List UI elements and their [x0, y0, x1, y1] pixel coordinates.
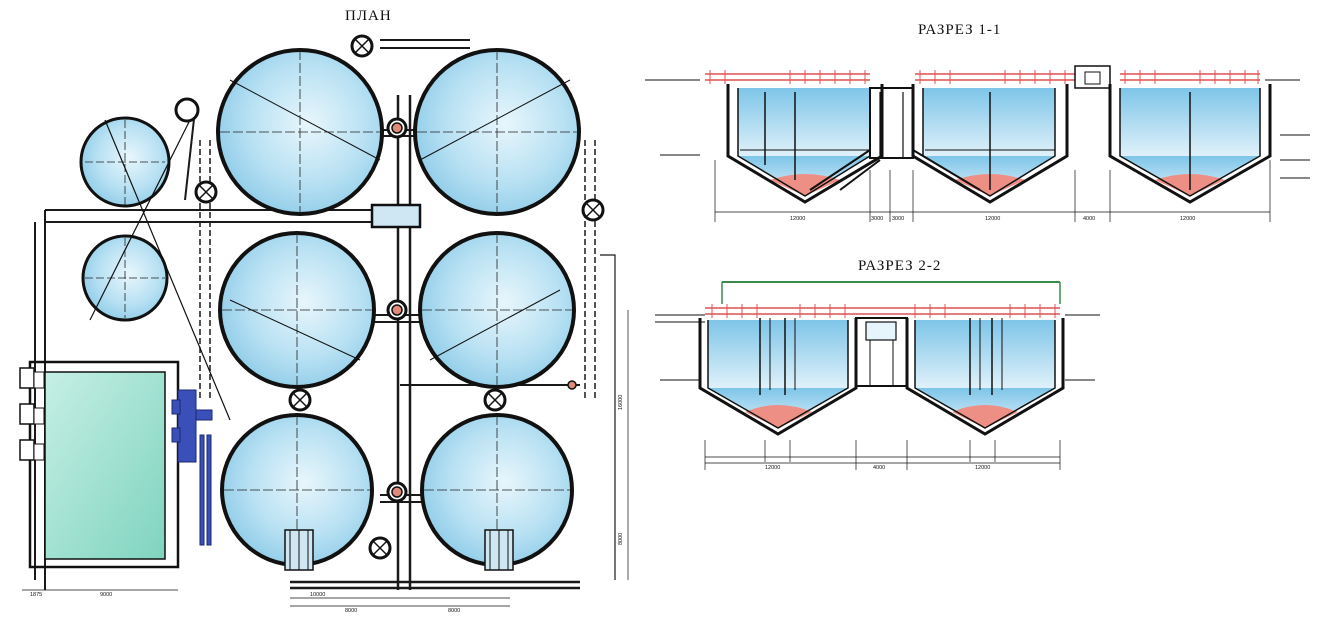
section1-tank-1 [726, 84, 884, 204]
section1-tank-2 [911, 84, 1069, 204]
plan-view: 1875 9000 10000 8000 8000 16000 8000 [19, 34, 629, 614]
plan-pipes [34, 39, 616, 590]
s2-dim-1: 12000 [765, 465, 780, 471]
s2-dim-2: 4000 [873, 465, 885, 471]
reservoir [19, 360, 180, 569]
distribution-chamber [370, 203, 422, 229]
s1-dim-2: 3000 [871, 216, 883, 222]
s1-dim-5: 4000 [1083, 216, 1095, 222]
large-tank-4 [418, 231, 576, 389]
small-tank-bottom [81, 234, 169, 322]
s1-dim-3: 3000 [892, 216, 904, 222]
large-tank-3 [218, 231, 376, 389]
section2-tank-2 [905, 318, 1065, 436]
pump-station [171, 389, 213, 546]
large-tank-1 [216, 48, 384, 216]
section1-tank-3 [1108, 84, 1272, 204]
s1-dim-4: 12000 [985, 216, 1000, 222]
s1-dim-6: 12000 [1180, 216, 1195, 222]
section-1-title: РАЗРЕЗ 1-1 [918, 22, 1002, 38]
plan-title: ПЛАН [345, 8, 392, 24]
s1-dim-1: 12000 [790, 216, 805, 222]
plan-dim-9000: 9000 [100, 592, 112, 598]
plan-dim-10000: 10000 [310, 592, 325, 598]
plan-dim-8000-a: 8000 [345, 608, 357, 614]
plan-dim-8000-right: 8000 [618, 533, 624, 545]
section-2-title: РАЗРЕЗ 2-2 [858, 258, 942, 274]
section-1-view: 12000 3000 3000 12000 4000 12000 [645, 65, 1310, 222]
small-tank-top [79, 116, 171, 208]
plan-dim-1875: 1875 [30, 592, 42, 598]
section2-tank-1 [698, 318, 858, 436]
section-2-view: 12000 4000 12000 [655, 281, 1100, 471]
large-tank-2 [413, 48, 581, 216]
plan-dim-16000: 16000 [618, 395, 624, 410]
s2-dim-3: 12000 [975, 465, 990, 471]
plan-dim-8000-b: 8000 [448, 608, 460, 614]
